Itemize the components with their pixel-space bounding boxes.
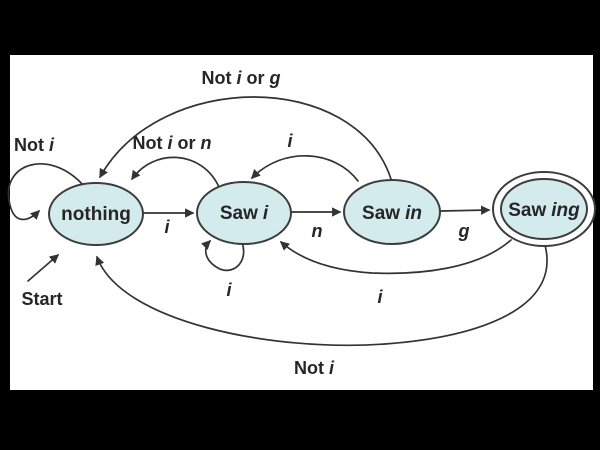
label-start: Start	[21, 289, 62, 309]
transition-sawing-to-sawi-i	[279, 239, 512, 275]
not-token: Not	[14, 135, 44, 155]
state-saw-i-ellipse	[196, 181, 292, 245]
i-token: i	[329, 358, 335, 378]
state-saw-ing-ellipse	[500, 178, 588, 240]
transition-nothing-self-not-i	[7, 163, 85, 221]
transition-arrows	[7, 96, 548, 347]
or-token: or	[247, 68, 265, 88]
transition-sawin-to-sawing-g	[440, 205, 491, 215]
start-arrow	[27, 254, 60, 282]
or-token: or	[178, 133, 196, 153]
state-saw-in-label-italic: in	[405, 203, 422, 224]
i-token: i	[49, 135, 55, 155]
label-n: n	[312, 221, 323, 241]
state-saw-i-label-italic: i	[263, 203, 269, 224]
state-nothing-label-main: nothing	[61, 204, 131, 225]
g-token: g	[269, 68, 281, 88]
label-i-top: i	[287, 131, 293, 151]
transition-sawin-to-nothing-not-i-or-g	[99, 96, 392, 180]
transition-sawin-to-sawi-i	[251, 155, 359, 182]
state-saw-in-ellipse	[343, 179, 441, 245]
label-i-bottom: i	[377, 287, 383, 307]
state-saw-i-label-main: Saw	[220, 203, 258, 224]
state-nothing-ellipse	[48, 182, 144, 246]
n-token: n	[201, 133, 212, 153]
not-token: Not	[132, 133, 162, 153]
state-nothing: nothing	[48, 182, 144, 246]
not-token: Not	[294, 358, 324, 378]
not-token: Not	[201, 68, 231, 88]
label-g: g	[458, 221, 470, 241]
i-token: i	[236, 68, 242, 88]
label-i-nothing-to-sawi: i	[164, 217, 170, 237]
transition-sawi-self-i	[201, 240, 245, 272]
label-i-selfloop: i	[226, 280, 232, 300]
i-token: i	[167, 133, 173, 153]
state-saw-ing-label-italic: ing	[551, 200, 580, 221]
state-saw-in-label-main: Saw	[362, 203, 400, 224]
state-nothing-label: nothing	[61, 204, 131, 225]
state-saw-ing-label-main: Saw	[508, 200, 546, 221]
transition-sawi-to-nothing-not-i-or-n	[131, 156, 220, 188]
transition-sawing-to-nothing-not-i	[95, 244, 548, 347]
